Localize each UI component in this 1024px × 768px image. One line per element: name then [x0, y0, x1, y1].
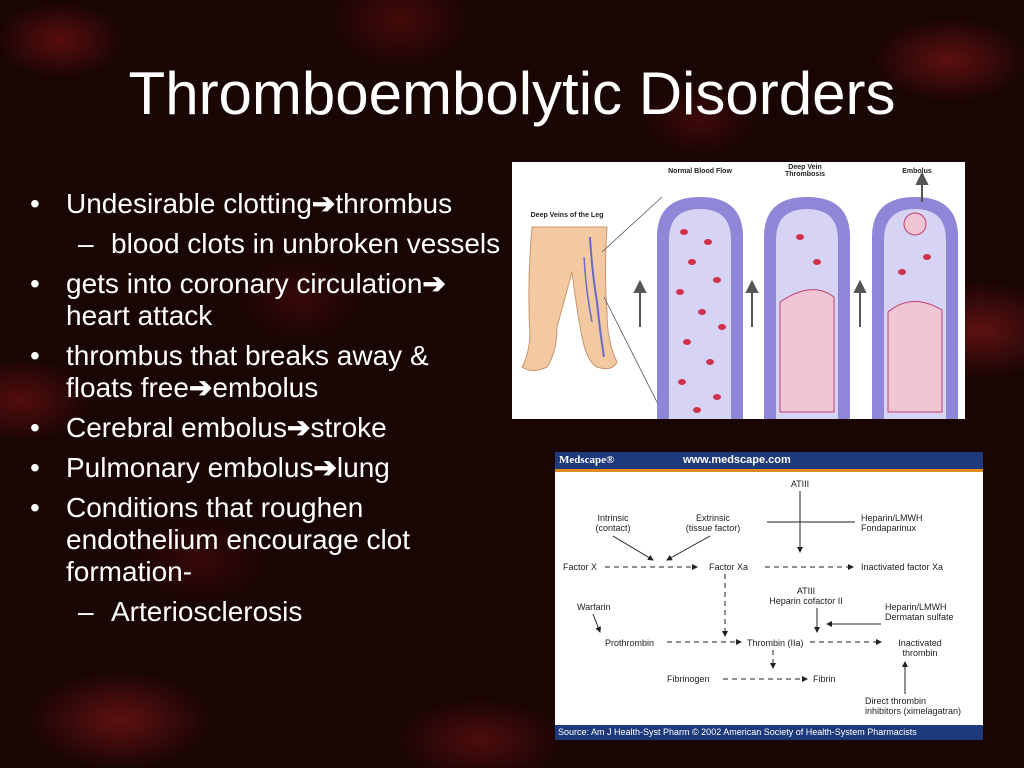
- node-prothrombin: Prothrombin: [605, 638, 655, 648]
- node-extrinsic: Extrinsic (tissue factor): [685, 513, 741, 533]
- node-atiii-top: ATIII: [790, 479, 810, 489]
- bullet-text: Arteriosclerosis: [111, 596, 303, 627]
- medscape-logo: Medscape®: [559, 454, 615, 466]
- bullet-item: thrombus that breaks away & floats free➔…: [28, 340, 503, 404]
- bullet-text: blood clots in unbroken vessels: [111, 228, 501, 259]
- node-factor-xa: Factor Xa: [709, 562, 749, 572]
- red-blood-cells: [676, 229, 931, 413]
- node-thrombin: Thrombin (IIa): [747, 638, 804, 648]
- node-intrinsic: Intrinsic (contact): [595, 513, 631, 533]
- arrow-icon: ➔: [311, 188, 336, 219]
- label-deep-veins: Deep Veins of the Leg: [530, 212, 604, 219]
- bullet-list: Undesirable clotting➔thrombusblood clots…: [28, 188, 503, 636]
- vessel-dvt: [764, 197, 850, 419]
- vein-line-2: [583, 256, 593, 323]
- source-citation: Source: Am J Health-Syst Pharm © 2002 Am…: [555, 725, 983, 740]
- bullet-text: Cerebral embolus: [66, 412, 287, 443]
- arrow-icon: ➔: [287, 412, 311, 443]
- dvt-drawing: [521, 171, 958, 419]
- node-inactivated-xa: Inactivated factor Xa: [861, 562, 944, 572]
- bullet-item: Cerebral embolus➔stroke: [28, 412, 503, 444]
- bullet-text: Pulmonary embolus: [66, 452, 314, 483]
- node-factor-x: Factor X: [563, 562, 598, 572]
- bullet-item: blood clots in unbroken vessels: [28, 228, 503, 260]
- callout-line-1: [601, 196, 663, 253]
- bullet-result: embolus: [212, 372, 319, 403]
- label-embolus: Embolus: [902, 168, 932, 175]
- bullet-result: thrombus: [335, 188, 453, 219]
- leg-shape: [521, 226, 618, 371]
- bullet-item: Arteriosclerosis: [28, 596, 503, 628]
- bullet-item: Undesirable clotting➔thrombus: [28, 188, 503, 220]
- node-atiii-cofactor: ATIII Heparin cofactor II: [769, 586, 843, 606]
- arrow-icon: ➔: [188, 372, 213, 403]
- node-heparin-2: Heparin/LMWH Dermatan sulfate: [885, 602, 954, 622]
- bullet-item: Conditions that roughen endothelium enco…: [28, 492, 503, 588]
- bullet-item: Pulmonary embolus➔lung: [28, 452, 503, 484]
- node-heparin-1: Heparin/LMWH Fondaparinux: [861, 513, 923, 533]
- vein-line: [589, 236, 605, 358]
- diagram-arrows: [592, 491, 908, 694]
- vessel-normal: [657, 197, 743, 419]
- label-normal-flow: Normal Blood Flow: [668, 168, 732, 175]
- embolus-clot: [903, 212, 927, 236]
- medscape-url: www.medscape.com: [683, 454, 791, 466]
- dvt-illustration: Deep Veins of the Leg Normal Blood Flow …: [512, 162, 965, 419]
- thrombus-mass: [779, 289, 835, 413]
- bullet-text: Conditions that roughen endothelium enco…: [66, 492, 411, 587]
- medscape-header: Medscape® www.medscape.com: [555, 452, 983, 469]
- residual-thrombus: [887, 301, 943, 413]
- node-fibrinogen: Fibrinogen: [667, 674, 710, 684]
- callout-line-2: [603, 296, 663, 413]
- bullet-text: thrombus that breaks away & floats free: [66, 340, 429, 403]
- coagulation-diagram: Medscape® www.medscape.com ATIII Intrins…: [555, 452, 983, 740]
- bullet-text: Undesirable clotting: [66, 188, 312, 219]
- bullet-text: gets into coronary circulation: [66, 268, 423, 299]
- bullet-result: stroke: [310, 412, 387, 443]
- header-accent-bar: [555, 469, 983, 472]
- bullet-item: gets into coronary circulation➔ heart att…: [28, 268, 503, 332]
- arrow-icon: ➔: [422, 268, 446, 299]
- node-fibrin: Fibrin: [813, 674, 836, 684]
- flow-arrows: [633, 171, 929, 327]
- node-warfarin: Warfarin: [577, 602, 611, 612]
- label-dvt: Deep Vein Thrombosis: [784, 164, 826, 178]
- bullet-result: heart attack: [66, 300, 213, 331]
- slide-title: Thromboembolytic Disorders: [128, 60, 896, 127]
- arrow-icon: ➔: [313, 452, 337, 483]
- vessel-embolus: [872, 197, 958, 419]
- node-direct-inhibitors: Direct thrombin inhibitors (ximelagatran…: [865, 696, 962, 716]
- node-inactivated-thrombin: Inactivated thrombin: [898, 638, 942, 658]
- bullet-result: lung: [336, 452, 390, 483]
